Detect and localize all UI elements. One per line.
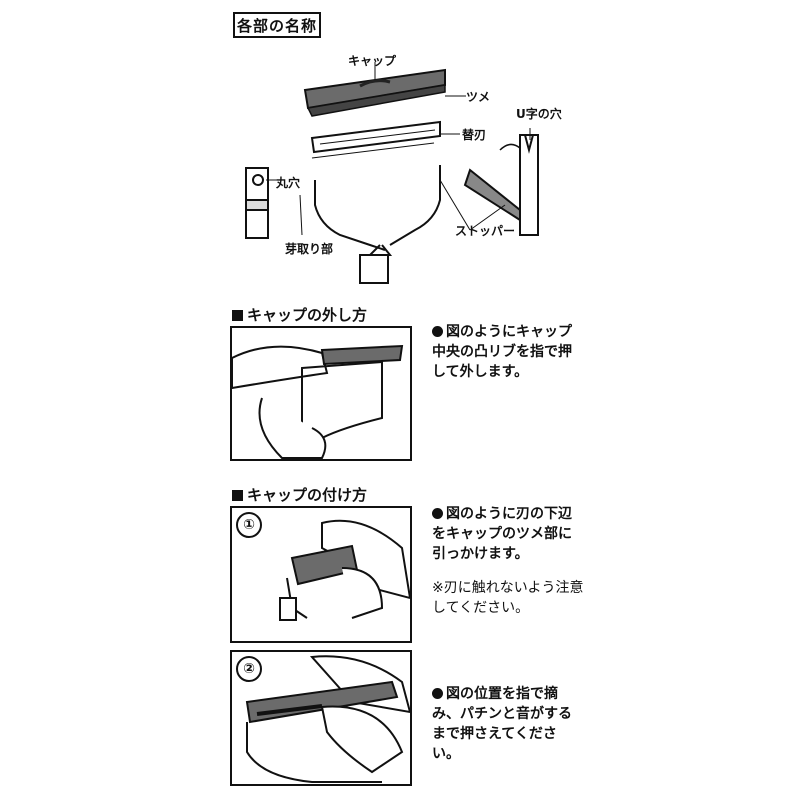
cap-label: キャップ [348,54,397,68]
u-hole-detail [463,134,539,236]
tsume-label: ツメ [466,90,491,104]
u-hole-label: U字の穴 [516,107,562,121]
step1-illustration-panel [230,506,412,643]
step1-note: 図のように刃の下辺をキャップのツメ部に引っかけます。 [432,506,572,562]
bullet-icon [432,326,443,337]
attach-heading: キャップの付け方 [232,484,367,505]
bullet-icon [432,508,443,519]
stopper-label: ストッパー [455,224,516,238]
parts-title: 各部の名称 [233,12,321,38]
round-hole-label: 丸穴 [276,176,301,190]
remove-illustration-panel [230,326,412,461]
step1-caution: ※刃に触れないよう注意してください。 [432,580,584,616]
remove-heading: キャップの外し方 [232,304,367,325]
remove-illustration [231,344,404,459]
blade-label: 替刃 [462,128,487,142]
step2-illustration [245,655,412,783]
eye-remover-label: 芽取り部 [285,242,334,256]
bullet-icon [432,688,443,699]
frame-illustration [314,165,441,284]
step2-number: ② [236,656,262,682]
square-bullet-icon [232,310,243,321]
step2-note: 図の位置を指で摘み、パチンと音がするまで押さえてください。 [432,686,572,762]
blade-illustration [310,120,441,159]
cap-illustration [303,68,446,117]
square-bullet-icon [232,490,243,501]
parts-diagram [245,62,539,284]
step1-number: ① [236,512,262,538]
round-hole-detail [245,167,269,239]
remove-note: 図のようにキャップ中央の凸リブを指で押して外します。 [432,324,572,380]
step1-illustration [279,519,412,621]
